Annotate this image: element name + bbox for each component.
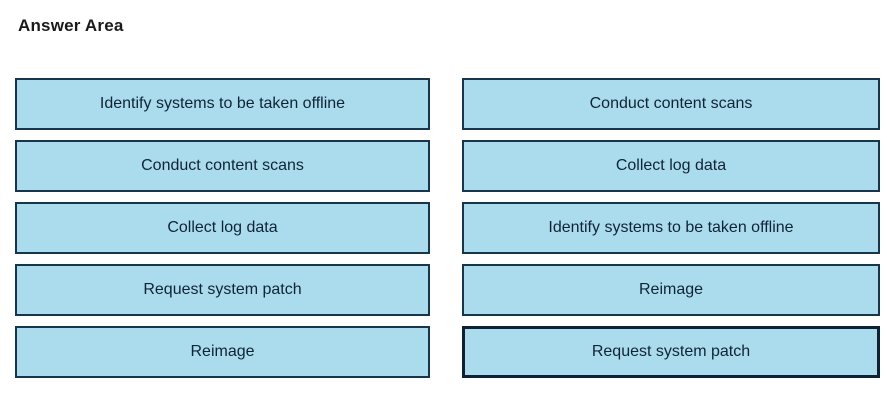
target-item-3[interactable]: Identify systems to be taken offline [462, 202, 880, 254]
answer-area-title: Answer Area [18, 16, 124, 35]
source-item-4[interactable]: Request system patch [15, 264, 430, 316]
target-item-2[interactable]: Collect log data [462, 140, 880, 192]
source-item-3[interactable]: Collect log data [15, 202, 430, 254]
target-item-1[interactable]: Conduct content scans [462, 78, 880, 130]
target-column: Conduct content scans Collect log data I… [462, 78, 880, 378]
target-item-4[interactable]: Reimage [462, 264, 880, 316]
target-item-5[interactable]: Request system patch [462, 326, 880, 378]
answer-columns: Identify systems to be taken offline Con… [15, 78, 880, 378]
source-item-1[interactable]: Identify systems to be taken offline [15, 78, 430, 130]
source-item-2[interactable]: Conduct content scans [15, 140, 430, 192]
source-item-5[interactable]: Reimage [15, 326, 430, 378]
source-column: Identify systems to be taken offline Con… [15, 78, 430, 378]
